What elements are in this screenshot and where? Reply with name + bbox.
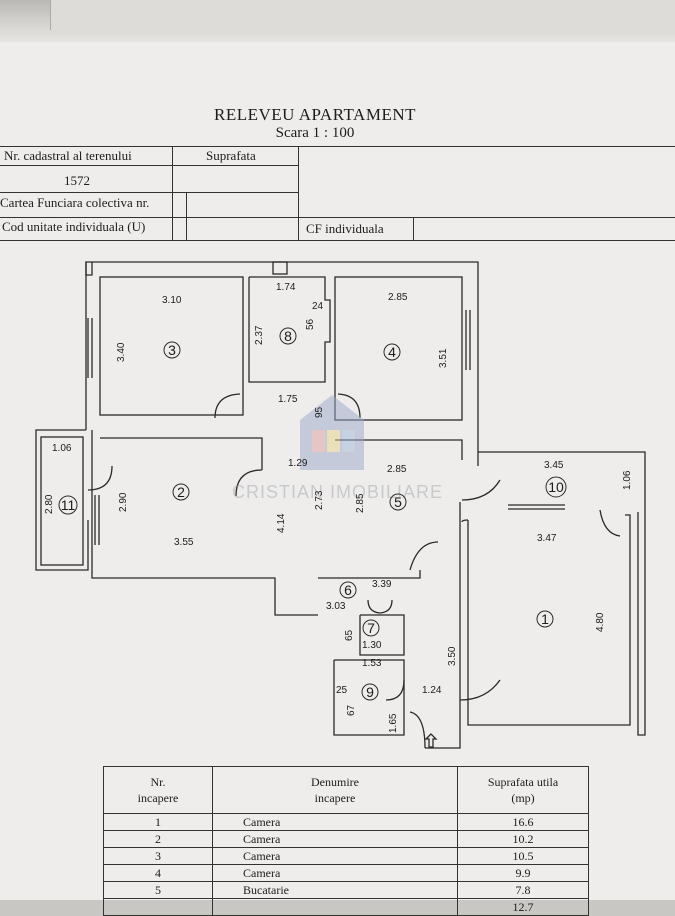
dim-label: 3.45: [544, 460, 564, 471]
room-number-4: 4: [388, 344, 396, 360]
dim-label: 1.24: [422, 685, 442, 696]
dim-label: 3.47: [537, 533, 557, 544]
room-number-5: 5: [394, 494, 402, 510]
room-number-3: 3: [168, 342, 176, 358]
room-name: Camera: [212, 830, 458, 848]
header-table: Nr. cadastral al terenului 1572 Suprafat…: [0, 146, 675, 242]
dim-label: 1.75: [278, 394, 298, 405]
dim-label: 95: [314, 406, 325, 418]
watermark-logo: [300, 395, 364, 470]
room-name: Bucatarie: [212, 881, 458, 899]
table-row: 5 Bucatarie 7.8: [103, 881, 589, 899]
dim-label: 67: [346, 704, 357, 716]
dim-label: 2.85: [388, 292, 408, 303]
room-number-2: 2: [177, 484, 185, 500]
dim-label: 56: [305, 318, 316, 330]
room-number-9: 9: [366, 684, 374, 700]
table-row: 3 Camera 10.5: [103, 847, 589, 865]
dim-label: 2.85: [355, 493, 366, 513]
dim-label: 1.06: [52, 443, 72, 454]
table-row: 4 Camera 9.9: [103, 864, 589, 882]
dim-label: 2.85: [387, 464, 407, 475]
room-number-6: 6: [344, 582, 352, 598]
room-nr: 1: [103, 813, 213, 831]
dim-label: 3.50: [447, 646, 458, 666]
rooms-table: Nr. incapere Denumire incapere Suprafata…: [103, 766, 589, 916]
dim-label: 4.14: [276, 513, 287, 533]
room-area: 16.6: [457, 813, 589, 831]
room-number-circles: [58, 327, 567, 701]
dim-label: 1.65: [388, 713, 399, 733]
room-area: 10.5: [457, 847, 589, 865]
room-name: Camera: [212, 847, 458, 865]
dim-label: 1.53: [362, 658, 382, 669]
dim-label: 2.73: [314, 490, 325, 510]
col-header-nr: Nr. incapere: [103, 766, 213, 814]
dim-label: 3.40: [116, 342, 127, 362]
table-row: 12.7: [103, 898, 589, 916]
room-name: Camera: [212, 813, 458, 831]
photo-background-top: [0, 0, 675, 44]
room-nr: [103, 898, 213, 916]
dim-label: 24: [312, 301, 324, 312]
dim-label: 3.10: [162, 295, 182, 306]
col-header-suprafata: Suprafata utila (mp): [457, 766, 589, 814]
table-row: 1 Camera 16.6: [103, 813, 589, 831]
dim-label: 1.29: [288, 458, 308, 469]
room-area: 9.9: [457, 864, 589, 882]
table-header-row: Nr. incapere Denumire incapere Suprafata…: [103, 766, 589, 814]
dim-label: 2.80: [44, 494, 55, 514]
room-nr: 2: [103, 830, 213, 848]
cod-unitate-label: Cod unitate individuala (U): [2, 219, 146, 234]
table-row: 2 Camera 10.2: [103, 830, 589, 848]
dim-label: 3.39: [372, 579, 392, 590]
dim-label: 65: [344, 629, 355, 641]
room-number-8: 8: [284, 328, 292, 344]
dim-label: 3.51: [438, 348, 449, 368]
document-sheet: [0, 42, 675, 900]
dim-label: 25: [336, 685, 348, 696]
surface-label: Suprafata: [206, 148, 256, 163]
col-header-denumire: Denumire incapere: [212, 766, 458, 814]
dim-label: 1.30: [362, 640, 382, 651]
room-area: 7.8: [457, 881, 589, 899]
room-name: Camera: [212, 864, 458, 882]
cadastral-label: Nr. cadastral al terenului: [4, 148, 132, 163]
room-nr: 4: [103, 864, 213, 882]
room-number-7: 7: [367, 620, 375, 636]
room-number-10: 10: [548, 479, 564, 495]
plan-walls: [35, 261, 646, 749]
document-title: RELEVEU APARTAMENT: [214, 105, 416, 124]
room-nr: 3: [103, 847, 213, 865]
dim-label: 2.37: [254, 325, 265, 345]
dim-label: 1.06: [622, 470, 633, 490]
cadastral-value: 1572: [64, 173, 90, 188]
room-nr: 5: [103, 881, 213, 899]
room-area: 10.2: [457, 830, 589, 848]
dim-label: 2.90: [118, 492, 129, 512]
room-name: [212, 898, 458, 916]
dim-label: 1.74: [276, 282, 296, 293]
watermark-text: CRISTIAN IMOBILIARE: [232, 482, 443, 502]
cf-individuala-label: CF individuala: [306, 221, 384, 236]
document-scale: Scara 1 : 100: [275, 125, 355, 141]
room-number-11: 11: [61, 497, 76, 513]
background-sheet: [50, 0, 675, 30]
carte-funciara-label: Cartea Funciara colectiva nr.: [0, 195, 150, 210]
room-area: 12.7: [457, 898, 589, 916]
room-number-1: 1: [541, 611, 549, 627]
dim-label: 3.03: [326, 601, 346, 612]
dim-label: 3.55: [174, 537, 194, 548]
dim-label: 4.80: [595, 612, 606, 632]
